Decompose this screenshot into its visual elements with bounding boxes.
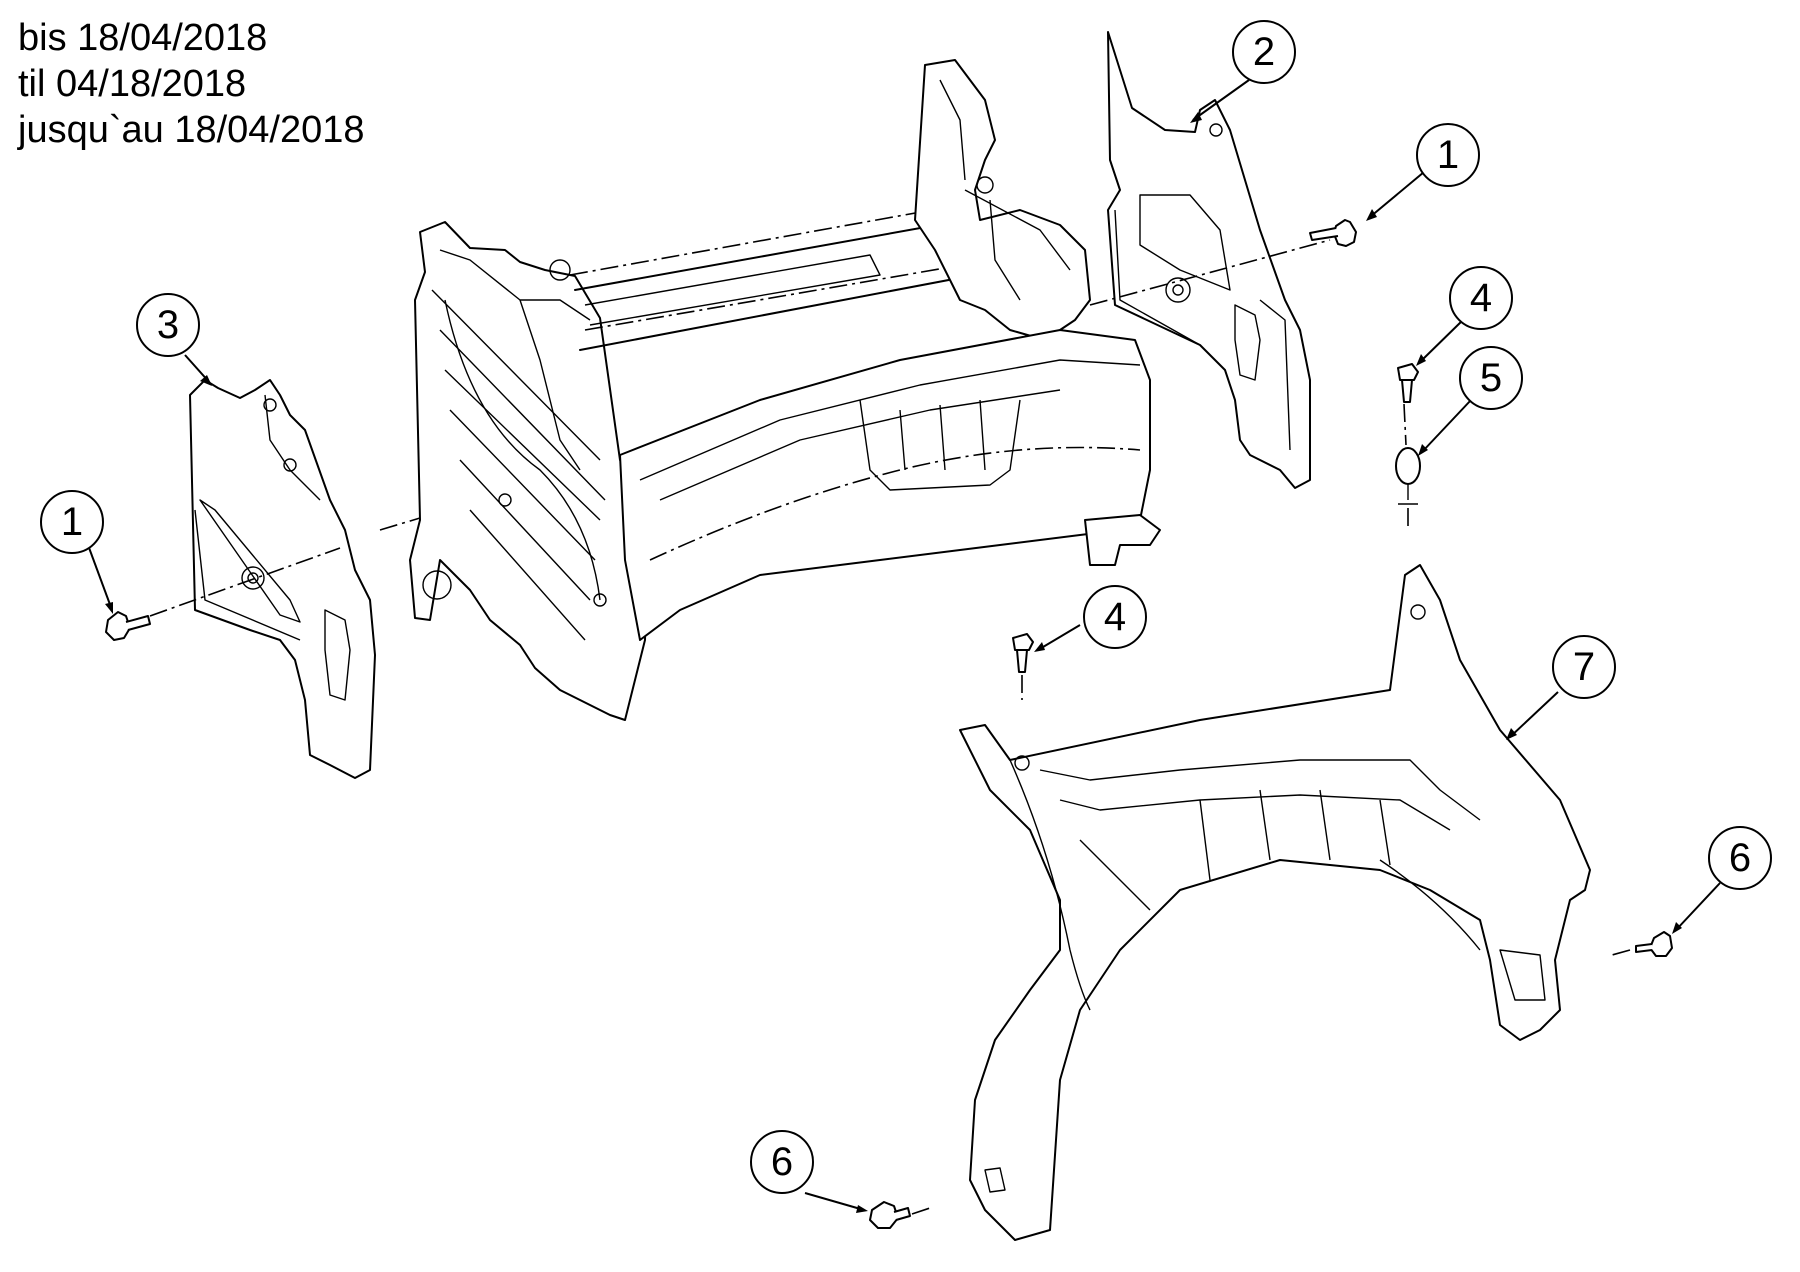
dashboard-frame — [409, 59, 1161, 721]
part-2-right-bracket — [1107, 31, 1311, 489]
part-1-screw-right — [1309, 219, 1357, 247]
part-5-clip — [1395, 447, 1421, 505]
callout-6-bottom: 6 — [750, 1130, 814, 1194]
callout-6-right: 6 — [1708, 826, 1772, 890]
part-4-bolt-middle — [1012, 633, 1034, 673]
callout-7: 7 — [1552, 635, 1616, 699]
callout-3: 3 — [136, 293, 200, 357]
callout-leaders — [87, 79, 1721, 1213]
validity-notes: bis 18/04/2018 til 04/18/2018 jusqu`au 1… — [17, 17, 365, 151]
validity-note-no: til 04/18/2018 — [18, 63, 246, 105]
svg-text:4: 4 — [1470, 276, 1492, 320]
callout-1-left: 1 — [40, 490, 104, 554]
svg-text:7: 7 — [1573, 645, 1595, 689]
svg-text:3: 3 — [157, 303, 179, 347]
part-1-screw-left — [105, 611, 151, 641]
part-4-bolt-top — [1397, 363, 1419, 403]
part-3-left-bracket — [189, 379, 376, 779]
validity-note-fr: jusqu`au 18/04/2018 — [17, 109, 365, 151]
callout-1-right: 1 — [1416, 123, 1480, 187]
svg-text:6: 6 — [1729, 836, 1751, 880]
svg-text:4: 4 — [1104, 595, 1126, 639]
callout-4-middle: 4 — [1083, 585, 1147, 649]
part-6-screw-bottom — [869, 1201, 911, 1229]
part-6-screw-right — [1635, 931, 1673, 957]
part-7-lower-panel — [959, 564, 1591, 1241]
svg-text:1: 1 — [1437, 133, 1459, 177]
callout-bubbles: 2 1 4 5 3 1 4 7 — [40, 20, 1772, 1194]
svg-text:5: 5 — [1480, 356, 1502, 400]
svg-text:6: 6 — [771, 1140, 793, 1184]
svg-text:1: 1 — [61, 500, 83, 544]
callout-5: 5 — [1459, 346, 1523, 410]
callout-4-top: 4 — [1449, 266, 1513, 330]
validity-note-de: bis 18/04/2018 — [18, 17, 267, 59]
assembly-lines — [149, 239, 1631, 1215]
svg-text:2: 2 — [1253, 30, 1275, 74]
callout-2: 2 — [1232, 20, 1296, 84]
